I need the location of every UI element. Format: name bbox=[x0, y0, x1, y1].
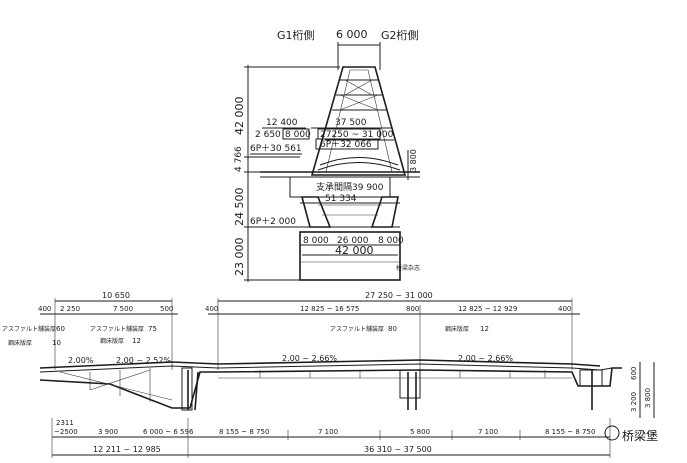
elev-left: 6P＋30 561 bbox=[250, 143, 302, 154]
b6000: 6 000 ~ 6 596 bbox=[143, 428, 194, 436]
asphalt-left: アスファルト舗装厚 bbox=[2, 325, 56, 333]
plate-mid-val: 12 bbox=[132, 337, 141, 345]
dim-51334: 51 334 bbox=[325, 194, 357, 204]
foot-8000-left: 8 000 bbox=[303, 236, 329, 246]
watermark-small: 桥梁杂志 bbox=[396, 264, 420, 272]
dim-10650: 10 650 bbox=[102, 291, 130, 300]
asphalt-left-val: 60 bbox=[56, 325, 65, 333]
h600: 600 bbox=[630, 367, 638, 380]
dim-27250-deck: 27 250 ~ 31 000 bbox=[365, 291, 433, 300]
slope-right: 2.00 ~ 2.66% bbox=[458, 354, 513, 363]
height-top-dim: 42 000 bbox=[233, 97, 246, 136]
d400-right: 400 bbox=[558, 305, 571, 313]
deck-cross-section: 10 650 27 250 ~ 31 000 400 2 250 7 500 5… bbox=[2, 291, 655, 458]
h3200: 3 200 bbox=[630, 392, 638, 412]
height-base-dim: 23 000 bbox=[233, 238, 246, 277]
dim-3800: 3 800 bbox=[409, 149, 418, 172]
b3900: 3 900 bbox=[98, 428, 118, 436]
tower-elevation: G1桁側 G2桁側 6 000 42 000 4 766 24 500 23 0… bbox=[233, 28, 420, 282]
dim-2650: 2 650 bbox=[255, 130, 281, 140]
slope-center: 2.00 ~ 2.66% bbox=[282, 354, 337, 363]
b7100b: 7 100 bbox=[478, 428, 498, 436]
g2-side-label: G2桁側 bbox=[381, 28, 419, 42]
foot-42000: 42 000 bbox=[335, 244, 374, 257]
slope-left: 2.00% bbox=[68, 356, 94, 365]
plate-left-val: 10 bbox=[52, 339, 61, 347]
b5800: 5 800 bbox=[410, 428, 430, 436]
d800: 800 bbox=[406, 305, 419, 313]
bearing-spacing: 支承間隔39 900 bbox=[316, 181, 384, 193]
watermark: 桥梁堡 bbox=[604, 425, 658, 443]
elev-right: 6P＋32 066 bbox=[320, 139, 372, 150]
plate-right-val: 12 bbox=[480, 325, 489, 333]
d2250: 2 250 bbox=[60, 305, 80, 313]
asphalt-right: アスファルト舗装厚 bbox=[330, 325, 384, 333]
top-width-dim: 6 000 bbox=[336, 28, 368, 41]
b2311: 2311 bbox=[56, 419, 74, 427]
asphalt-mid: アスファルト舗装厚 bbox=[90, 325, 144, 333]
d400-center-left: 400 bbox=[205, 305, 218, 313]
tot-left: 12 211 ~ 12 985 bbox=[93, 445, 161, 454]
height-lower-dim: 24 500 bbox=[233, 188, 246, 227]
dim-8000a: 8 000 bbox=[285, 130, 311, 140]
d12825b: 12 825 ~ 12 929 bbox=[458, 305, 517, 313]
g1-side-label: G1桁側 bbox=[277, 28, 315, 42]
watermark-text: 桥梁堡 bbox=[622, 428, 658, 443]
asphalt-mid-val: 75 bbox=[148, 325, 157, 333]
height-mid-dim: 4 766 bbox=[234, 146, 244, 172]
h3800: 3 800 bbox=[644, 388, 652, 408]
dim-27250: 27250 ~ 31 000 bbox=[320, 130, 394, 140]
d12825a: 12 825 ~ 16 575 bbox=[300, 305, 359, 313]
plate-mid: 鋼床版厚 bbox=[100, 337, 124, 345]
d400-left: 400 bbox=[38, 305, 51, 313]
slope-mid: 2.00 ~ 2.52% bbox=[116, 356, 171, 365]
b8155a: 8 155 ~ 8 750 bbox=[219, 428, 269, 436]
b8155b: 8 155 ~ 8 750 bbox=[545, 428, 595, 436]
b2500: ~2500 bbox=[54, 428, 78, 436]
tot-right: 36 310 ~ 37 500 bbox=[364, 445, 432, 454]
d7500: 7 500 bbox=[113, 305, 133, 313]
d500: 500 bbox=[160, 305, 173, 313]
foot-26000: 26 000 bbox=[337, 236, 369, 246]
b7100a: 7 100 bbox=[318, 428, 338, 436]
asphalt-right-val: 80 bbox=[388, 325, 397, 333]
dim-37500: 37 500 bbox=[335, 118, 367, 128]
foot-8000-right: 8 000 bbox=[378, 236, 404, 246]
plate-left: 鋼床版厚 bbox=[8, 339, 32, 347]
dim-12400: 12 400 bbox=[266, 118, 298, 128]
plate-right: 鋼床版厚 bbox=[445, 325, 469, 333]
elev-base: 6P＋2 000 bbox=[250, 216, 296, 227]
